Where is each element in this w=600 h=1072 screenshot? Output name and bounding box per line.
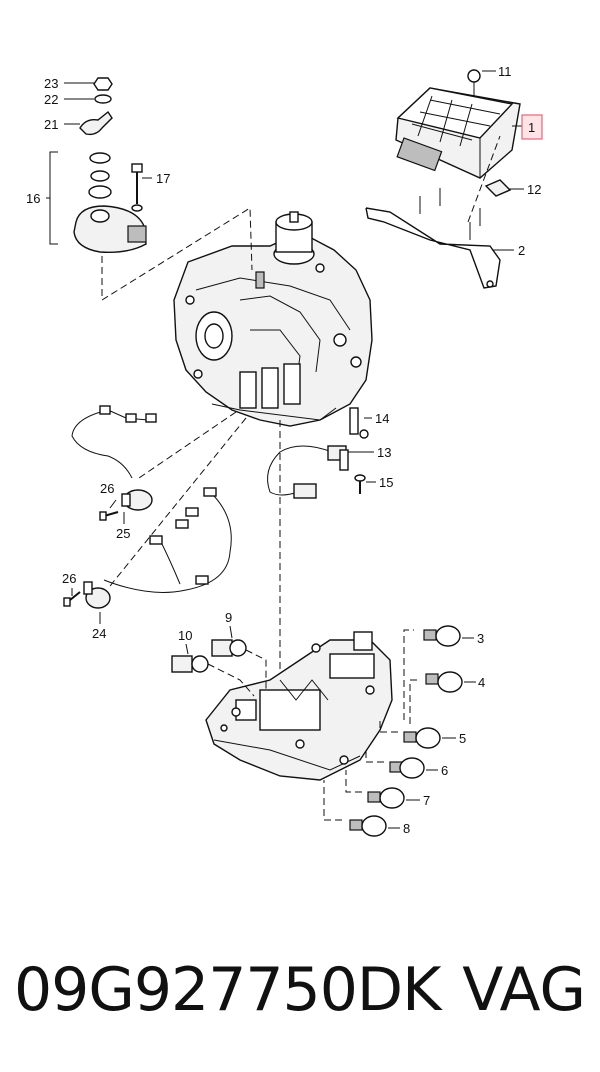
brand-name: VAG	[462, 955, 586, 1025]
callout-11[interactable]: 11	[498, 64, 512, 79]
callout-6[interactable]: 6	[441, 763, 448, 778]
exploded-parts-diagram: 1 2 3 4 5 6 7 8 9 10 11 12 13 14 15 16 1…	[26, 64, 543, 837]
callout-12[interactable]: 12	[527, 182, 541, 197]
callout-24[interactable]: 24	[92, 626, 106, 641]
mounting-bracket[interactable]	[365, 188, 501, 289]
sensor-13[interactable]	[267, 445, 349, 499]
bolt-15[interactable]	[354, 474, 366, 494]
callout-13[interactable]: 13	[377, 445, 391, 460]
solenoid-valve-5[interactable]	[403, 727, 441, 749]
wiring-harness-lower[interactable]	[103, 487, 232, 593]
valve-body[interactable]	[205, 631, 393, 781]
control-unit[interactable]	[395, 69, 521, 179]
clip[interactable]	[484, 179, 512, 197]
callout-26-upper[interactable]: 26	[100, 481, 114, 496]
callout-22[interactable]: 22	[44, 92, 58, 107]
lever-21[interactable]	[79, 110, 113, 136]
callout-1[interactable]: 1	[528, 120, 535, 135]
callout-17[interactable]: 17	[156, 171, 170, 186]
pin-14[interactable]	[349, 407, 369, 439]
solenoid-valve-7[interactable]	[367, 787, 405, 809]
solenoid-valve-6[interactable]	[389, 757, 425, 779]
callout-9[interactable]: 9	[225, 610, 232, 625]
solenoid-valve-4[interactable]	[425, 671, 463, 693]
selector-switch[interactable]	[73, 205, 147, 254]
callout-5[interactable]: 5	[459, 731, 466, 746]
part-number: 09G927750DK	[14, 955, 441, 1025]
callout-2[interactable]: 2	[518, 243, 525, 258]
solenoid-valve-8[interactable]	[349, 815, 387, 837]
wiring-harness-upper[interactable]	[71, 405, 157, 479]
solenoid-valve-3[interactable]	[423, 625, 461, 647]
highlight-box	[521, 114, 543, 140]
callout-21[interactable]: 21	[44, 117, 58, 132]
callout-10[interactable]: 10	[178, 628, 192, 643]
callout-8[interactable]: 8	[403, 821, 410, 836]
washer-22[interactable]	[94, 94, 112, 104]
gearbox-housing[interactable]	[173, 211, 373, 427]
bolt-17[interactable]	[131, 163, 143, 212]
callout-15[interactable]: 15	[379, 475, 393, 490]
nut-23[interactable]	[93, 77, 113, 91]
bolt-26[interactable]	[63, 511, 119, 607]
seal-ring[interactable]	[88, 152, 112, 199]
solenoid-valve-10[interactable]	[171, 655, 209, 673]
callout-7[interactable]: 7	[423, 793, 430, 808]
callout-26-lower[interactable]: 26	[62, 571, 76, 586]
callout-25[interactable]: 25	[116, 526, 130, 541]
callout-4[interactable]: 4	[478, 675, 485, 690]
callout-23[interactable]: 23	[44, 76, 58, 91]
speed-sensor-24[interactable]	[83, 581, 111, 609]
solenoid-valve-9[interactable]	[211, 639, 247, 657]
callout-3[interactable]: 3	[477, 631, 484, 646]
speed-sensor-25[interactable]	[121, 489, 153, 511]
callout-14[interactable]: 14	[375, 411, 389, 426]
footer: 09G927750DK VAG	[0, 940, 600, 1050]
callout-16[interactable]: 16	[26, 191, 40, 206]
